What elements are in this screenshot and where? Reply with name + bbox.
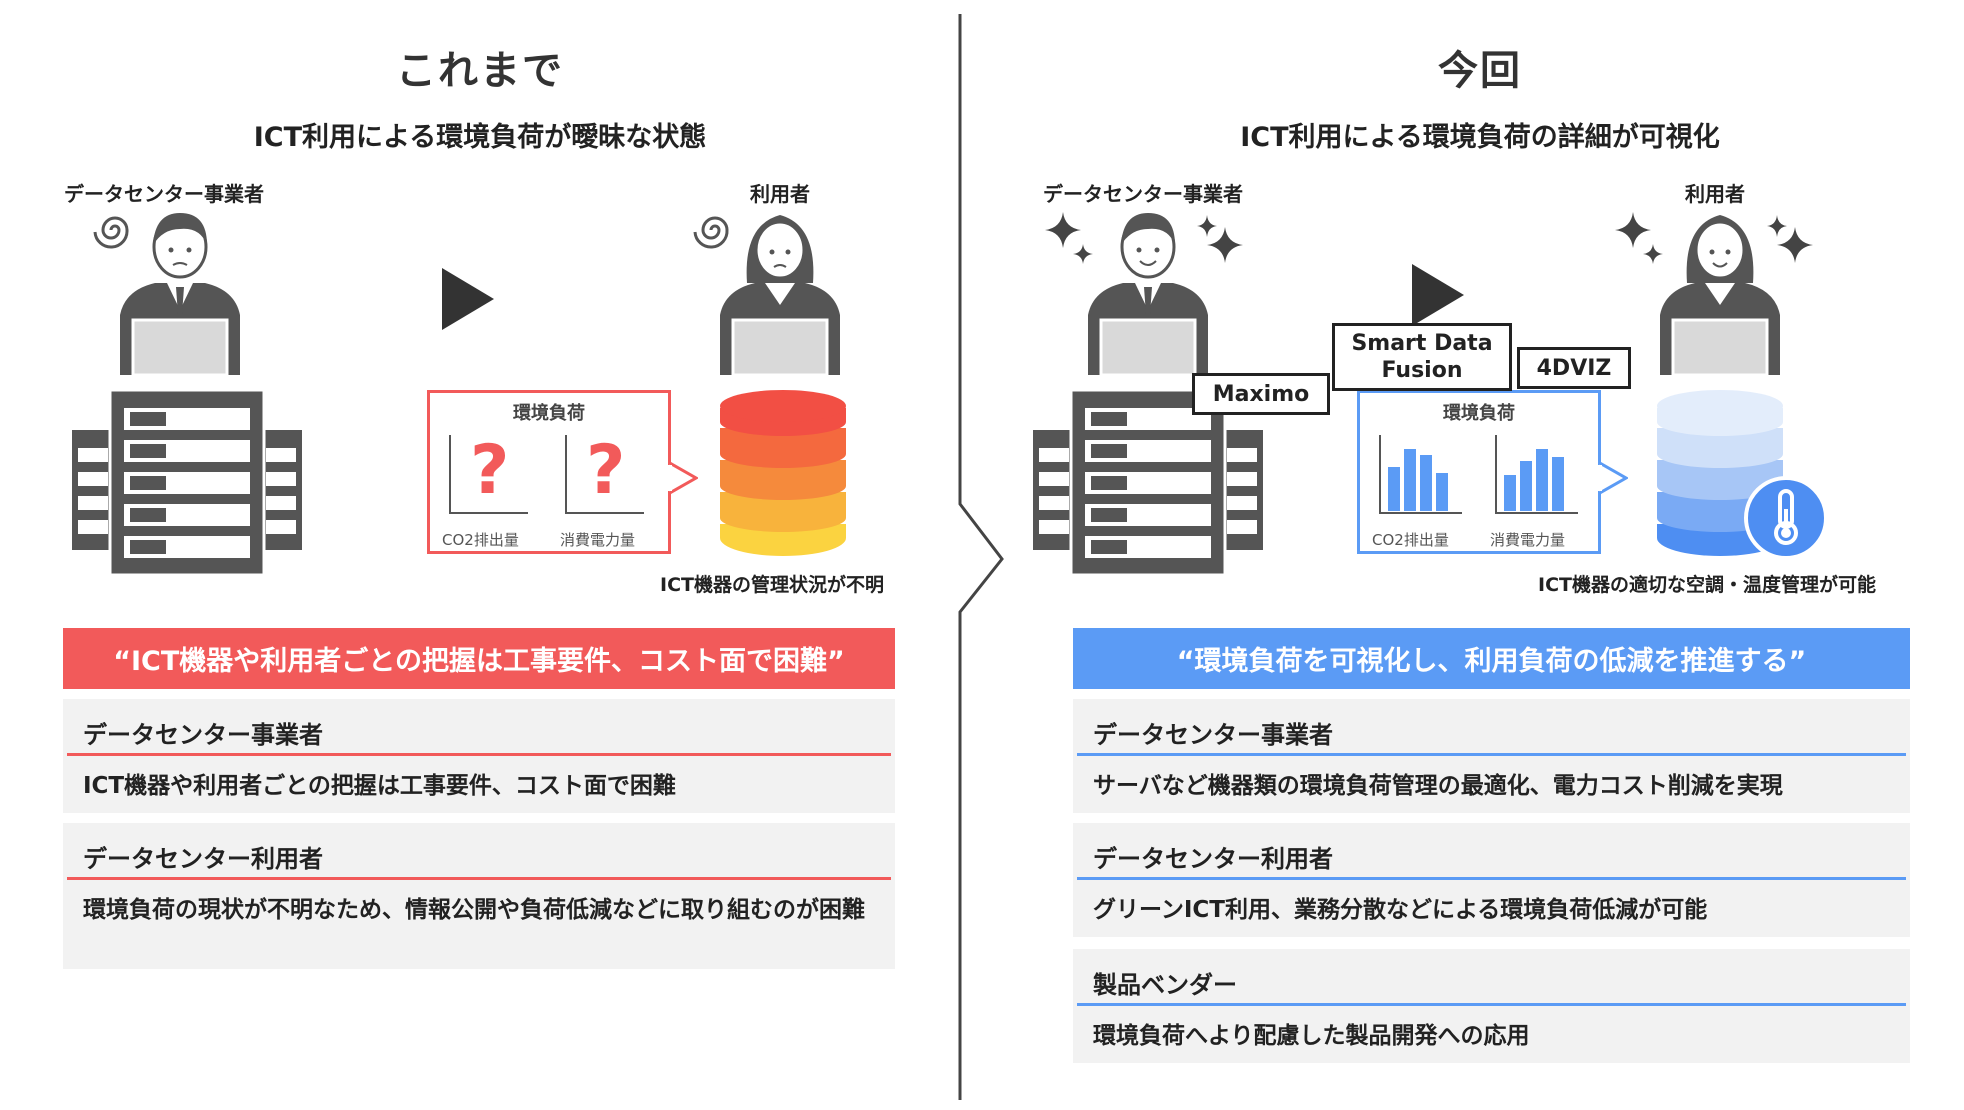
chart1-label: CO2排出量	[442, 531, 519, 549]
chart2-label: 消費電力量	[1490, 531, 1566, 549]
sparkle-icon	[1767, 215, 1813, 263]
chart2-label: 消費電力量	[560, 531, 636, 549]
card-title: データセンター事業者	[1093, 721, 1333, 749]
card-divider	[1077, 753, 1906, 756]
card-title: データセンター事業者	[83, 721, 323, 749]
card-divider	[1077, 1003, 1906, 1006]
card-title: データセンター利用者	[1093, 845, 1333, 873]
person-icon	[120, 213, 240, 375]
before-panel-title: 環境負荷	[513, 403, 585, 424]
after-operator-label: データセンター事業者	[1043, 182, 1243, 206]
before-card-operator: データセンター事業者 ICT機器や利用者ごとの把握は工事要件、コスト面で困難	[63, 699, 895, 813]
chart-axes	[449, 435, 644, 514]
after-card-user: データセンター利用者 グリーンICT利用、業務分散などによる環境負荷低減が可能	[1073, 823, 1910, 937]
card-body: サーバなど機器類の環境負荷管理の最適化、電力コスト削減を実現	[1093, 773, 1783, 799]
card-title: データセンター利用者	[83, 845, 323, 873]
play-arrow-icon	[1412, 264, 1464, 326]
card-divider	[67, 877, 891, 880]
after-caption: ICT機器の適切な空調・温度管理が可能	[1538, 574, 1876, 596]
center-divider	[958, 14, 1004, 1100]
panel-pointer	[1598, 462, 1628, 494]
after-card-operator: データセンター事業者 サーバなど機器類の環境負荷管理の最適化、電力コスト削減を実…	[1073, 699, 1910, 813]
after-banner: “環境負荷を可視化し、利用負荷の低減を推進する”	[1073, 628, 1910, 689]
before-card-user: データセンター利用者 環境負荷の現状が不明なため、情報公開や負荷低減などに取り組…	[63, 823, 895, 969]
card-body: グリーンICT利用、業務分散などによる環境負荷低減が可能	[1093, 897, 1708, 923]
after-load-panel: 環境負荷 CO2排出量 消費電力量	[1357, 390, 1601, 554]
card-body: 環境負荷の現状が不明なため、情報公開や負荷低減などに取り組むのが困難	[83, 897, 865, 923]
confused-swirl-icon	[93, 216, 129, 249]
question-icon: ?	[586, 431, 626, 510]
after-heading: 今回	[1438, 48, 1522, 94]
before-banner: “ICT機器や利用者ごとの把握は工事要件、コスト面で困難”	[63, 628, 895, 689]
sparkle-icon	[1045, 212, 1093, 264]
person-icon	[1088, 213, 1208, 375]
database-icon	[720, 390, 846, 556]
confused-swirl-icon	[693, 216, 729, 249]
before-operator-label: データセンター事業者	[64, 182, 264, 206]
tool-smart-data-fusion: Smart Data Fusion	[1332, 323, 1512, 391]
person-icon	[720, 215, 840, 375]
before-user-label: 利用者	[750, 182, 810, 206]
after-panel-title: 環境負荷	[1443, 403, 1515, 424]
before-load-panel: 環境負荷 ? ? CO2排出量 消費電力量	[427, 390, 671, 554]
sparkle-icon	[1615, 212, 1663, 264]
panel-pointer	[668, 462, 698, 494]
play-arrow-icon	[442, 268, 494, 330]
server-rack-icon	[1033, 390, 1263, 575]
before-subheading: ICT利用による環境負荷が曖昧な状態	[253, 122, 707, 153]
card-divider	[67, 753, 891, 756]
sparkle-icon	[1197, 215, 1243, 263]
after-user-label: 利用者	[1685, 182, 1745, 206]
before-heading: これまで	[396, 48, 564, 94]
server-rack-icon	[72, 390, 302, 575]
before-caption: ICT機器の管理状況が不明	[660, 574, 884, 596]
chart1-label: CO2排出量	[1372, 531, 1449, 549]
card-body: 環境負荷へより配慮した製品開発への応用	[1093, 1023, 1530, 1049]
card-divider	[1077, 877, 1906, 880]
after-subheading: ICT利用による環境負荷の詳細が可視化	[1240, 122, 1720, 153]
tool-4dviz: 4DVIZ	[1517, 347, 1631, 389]
tool-maximo: Maximo	[1192, 373, 1330, 415]
bar-chart-icon	[1379, 435, 1578, 514]
card-title: 製品ベンダー	[1093, 971, 1237, 999]
person-icon	[1660, 215, 1780, 375]
question-icon: ?	[470, 431, 510, 510]
card-body: ICT機器や利用者ごとの把握は工事要件、コスト面で困難	[83, 773, 676, 799]
thermometer-icon	[1744, 476, 1828, 560]
after-card-vendor: 製品ベンダー 環境負荷へより配慮した製品開発への応用	[1073, 949, 1910, 1063]
